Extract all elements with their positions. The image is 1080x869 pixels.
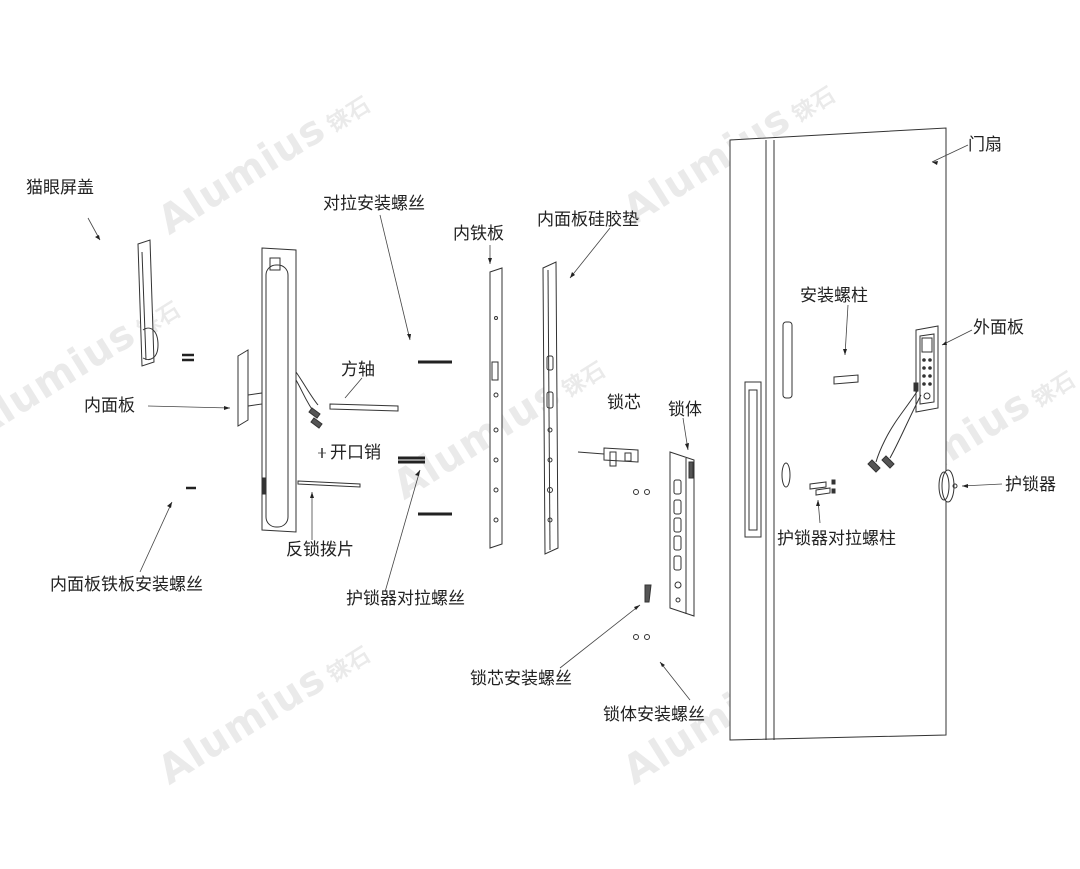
label-outer-panel: 外面板 (973, 318, 1024, 338)
square-spindle (329, 403, 399, 412)
label-lock-body: 锁体 (668, 400, 702, 420)
deadlock-lever (297, 480, 361, 488)
mounting-stud (833, 374, 859, 385)
inner-iron-plate (489, 267, 503, 549)
label-inner-panel: 内面板 (84, 396, 135, 416)
label-cat-eye-cover: 猫眼屏盖 (26, 178, 94, 198)
lock-cylinder-screw (644, 584, 652, 603)
label-cylinder-screw: 锁芯安装螺丝 (470, 669, 572, 689)
guard-through-studs (809, 479, 836, 496)
label-lock-cylinder: 锁芯 (607, 393, 641, 413)
inner-panel-plate-screws (182, 353, 196, 490)
label-door-leaf: 门扇 (968, 135, 1002, 155)
label-guard-through-screws: 护锁器对拉螺丝 (346, 589, 465, 609)
leader-arrows (95, 161, 968, 667)
label-through-screws: 对拉安装螺丝 (323, 194, 425, 214)
label-body-screws: 锁体安装螺丝 (603, 705, 705, 725)
lock-body-screws (633, 489, 650, 640)
label-inner-panel-plate-screws: 内面板铁板安装螺丝 (50, 575, 203, 595)
label-inner-iron-plate: 内铁板 (453, 224, 504, 244)
inner-panel-gasket (542, 261, 559, 555)
door-leaf (729, 127, 947, 741)
lock-body (669, 451, 695, 617)
lock-cylinder (577, 447, 639, 467)
label-deadlock-lever: 反锁拨片 (286, 540, 354, 560)
label-inner-panel-gasket: 内面板硅胶垫 (537, 210, 639, 230)
label-guard-through-stud: 护锁器对拉螺柱 (777, 529, 896, 549)
lock-guard (938, 469, 958, 503)
leader-lines (87, 144, 1003, 701)
outer-panel (867, 325, 939, 473)
inner-panel (237, 247, 323, 533)
label-mounting-stud: 安装螺柱 (800, 286, 868, 306)
label-guard: 护锁器 (1005, 475, 1056, 495)
through-screws (398, 360, 452, 516)
label-square-spindle: 方轴 (341, 360, 375, 380)
label-split-pin: 开口销 (330, 443, 381, 463)
cat-eye-screen-cover (137, 239, 159, 367)
